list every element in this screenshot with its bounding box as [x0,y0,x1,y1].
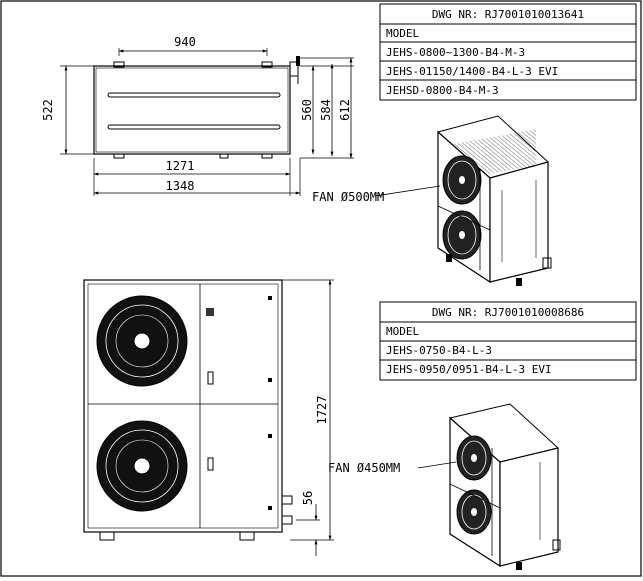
model-row: JEHS-01150/1400-B4-L-3 EVI [386,65,558,78]
iso-unit-two-fan [436,115,552,286]
model-row: JEHSD-0800-B4-M-3 [386,84,499,97]
front-view-dimensions: 1727 56 [282,279,334,556]
dwg-number-top: DWG NR: RJ7001010013641 [432,8,584,21]
top-view [93,56,300,159]
front-view [83,279,293,541]
dim-612: 612 [338,99,352,121]
dim-1348: 1348 [166,179,195,193]
model-row: JEHS-0800~1300-B4-M-3 [386,46,525,59]
dim-940: 940 [174,35,196,49]
model-row: JEHS-0750-B4-L-3 [386,344,492,357]
dim-1271: 1271 [166,159,195,173]
top-view-dimensions: 940 1271 1348 522 560 584 612 [41,35,354,196]
model-table-bottom: DWG NR: RJ7001010008686 MODEL JEHS-0750-… [379,301,637,381]
iso-unit-two-fan-small [448,403,561,570]
dim-584: 584 [319,99,333,121]
dim-56: 56 [301,491,315,505]
fan-500-label: FAN Ø500MM [312,190,384,204]
model-table-top: DWG NR: RJ7001010013641 MODEL JEHS-0800~… [379,3,637,101]
model-row: JEHS-0950/0951-B4-L-3 EVI [386,363,552,376]
dim-522: 522 [41,99,55,121]
model-header-top: MODEL [386,27,419,40]
dim-1727: 1727 [315,396,329,425]
model-header-bottom: MODEL [386,325,419,338]
fan-450-label: FAN Ø450MM [328,461,400,475]
dim-560: 560 [300,99,314,121]
dwg-number-bottom: DWG NR: RJ7001010008686 [432,306,584,319]
